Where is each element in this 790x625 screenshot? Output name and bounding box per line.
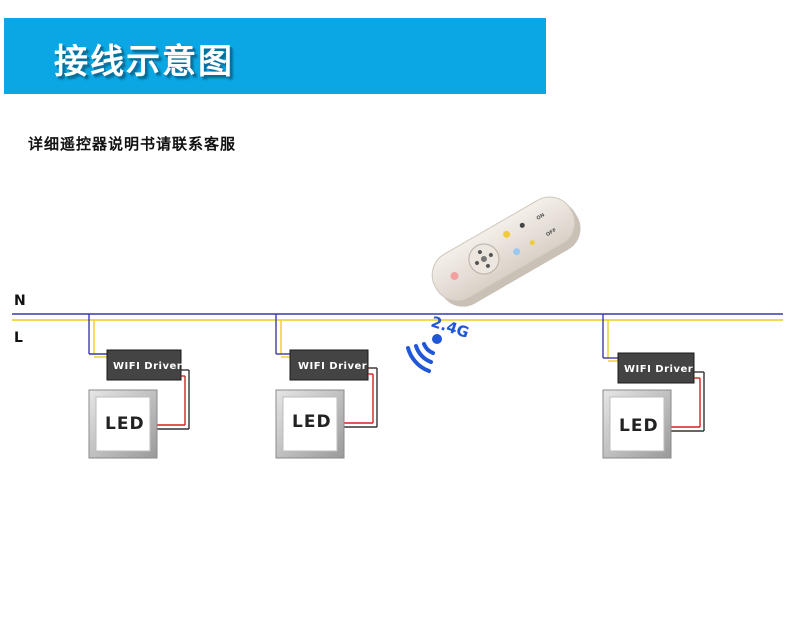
remote-button-label: ON [536,212,546,221]
driver-label: WIFI Driver [624,364,693,375]
remote-control: ON OFF [431,196,581,307]
wireless-signal-icon [406,334,442,373]
driver-label: WIFI Driver [113,361,182,372]
driver-label: WIFI Driver [298,361,367,372]
remote-power-button [450,272,459,280]
wifi-driver [617,352,695,384]
remote-button-label: OFF [545,227,558,238]
header-banner: 接线示意图 [4,18,546,94]
wifi-driver [289,349,369,381]
led-label: LED [105,414,145,434]
live-label: L [14,330,23,346]
led-label: LED [292,412,332,432]
lighting-unit: WIFI Driver LED [88,314,190,459]
remote-manual-note: 详细遥控器说明书请联系客服 [28,135,237,153]
led-label: LED [619,416,659,436]
lighting-unit: WIFI Driver LED [275,314,378,459]
page-title: 接线示意图 [54,42,234,82]
wifi-driver [106,349,182,381]
neutral-label: N [14,293,26,309]
lighting-unit: WIFI Driver LED [602,314,705,459]
